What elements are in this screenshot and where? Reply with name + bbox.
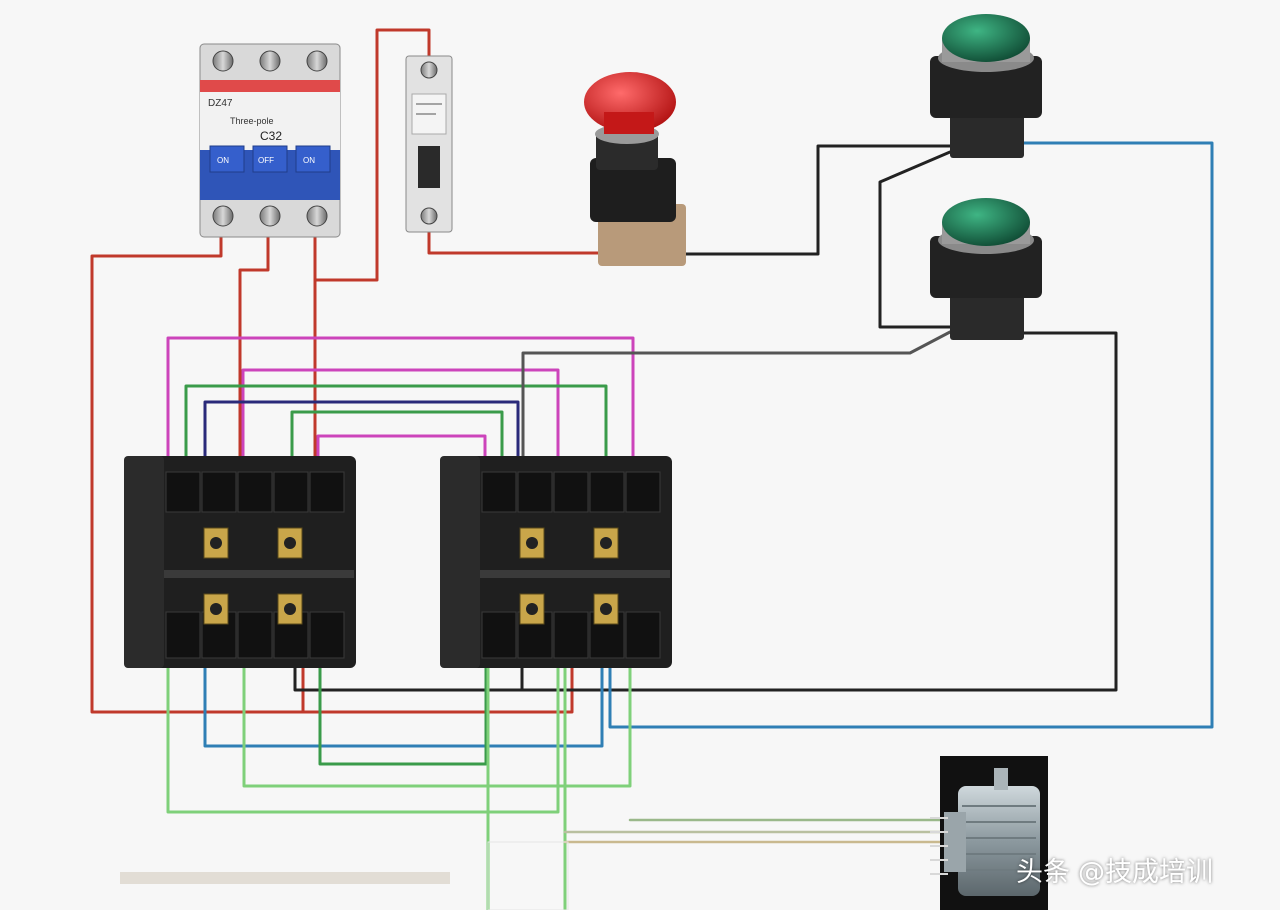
wire-black-estop-start (670, 144, 952, 256)
wire-black-bottom (293, 666, 524, 692)
three-pole-breaker[interactable]: DZ47 Three-pole C32 ON OFF ON (199, 43, 341, 238)
single-pole-breaker[interactable] (405, 55, 453, 233)
three-phase-motor[interactable] (930, 756, 1048, 910)
breaker-screw-top-2 (259, 50, 281, 72)
wire-red-bottom (301, 666, 574, 714)
breaker-screw-top-3 (306, 50, 328, 72)
watermark-account: @技成培训 (1078, 857, 1213, 888)
start-button-1[interactable] (930, 14, 1042, 158)
wire-red-l3 (313, 28, 431, 282)
breaker-label-spec: C32 (260, 129, 282, 143)
start-button-2-cap[interactable] (942, 198, 1030, 246)
wire-green-bot-3 (318, 666, 488, 766)
single-breaker-screw-bottom (420, 207, 438, 225)
wire-green-bot-1 (166, 666, 560, 814)
watermark-platform: 头条 (1016, 857, 1070, 888)
wire-red-control (427, 228, 600, 255)
wire-black-return (520, 331, 1118, 692)
breaker-pole-1-label: ON (217, 156, 229, 165)
watermark: 头条 @技成培训 (1016, 850, 1213, 889)
breaker-pole-2-label: OFF (258, 156, 274, 165)
wire-black-start-start (878, 150, 952, 329)
emergency-stop-button[interactable] (584, 72, 686, 266)
wire-green-top-1 (184, 384, 608, 478)
motor-terminal-pins (930, 817, 948, 875)
contactor-1[interactable] (124, 456, 356, 668)
single-breaker-screw-top (420, 61, 438, 79)
wire-green-top-2 (290, 410, 504, 478)
breaker-screw-bottom-1 (212, 205, 234, 227)
breaker-screw-top-1 (212, 50, 234, 72)
wire-blue-bottom (203, 666, 604, 748)
breaker-pole-3-label: ON (303, 156, 315, 165)
breaker-label-mid: Three-pole (230, 116, 274, 126)
wire-red-l1 (90, 234, 305, 714)
wire-blue-start (608, 141, 1214, 729)
wire-red-l2 (238, 234, 270, 478)
wire-gray-control (521, 330, 952, 478)
bottom-rail (120, 872, 450, 884)
start-button-2[interactable] (930, 198, 1042, 340)
wire-navy-top (203, 400, 520, 478)
breaker-screw-bottom-2 (259, 205, 281, 227)
start-button-1-cap[interactable] (942, 14, 1030, 62)
breaker-label-top: DZ47 (208, 98, 233, 109)
contactor-2[interactable] (440, 456, 672, 668)
wire-pink-2 (241, 368, 560, 478)
breaker-screw-bottom-3 (306, 205, 328, 227)
wire-pink-1 (166, 336, 635, 478)
bottom-box-outline (487, 841, 569, 910)
wire-green-bot-2 (242, 666, 632, 788)
